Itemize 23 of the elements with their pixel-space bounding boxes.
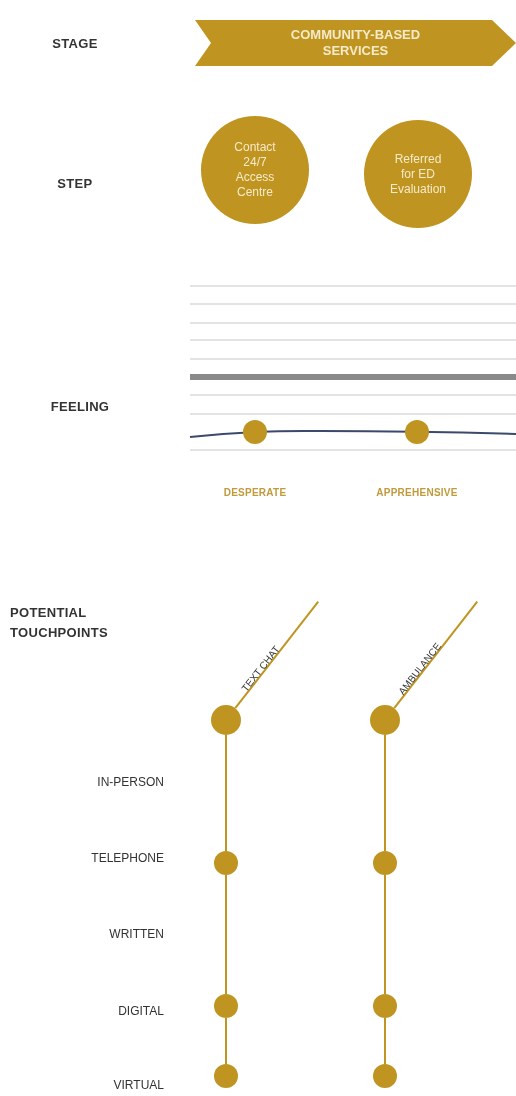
touchpoint-type-label: DIGITAL <box>117 1003 164 1020</box>
diagonal-leader-line <box>393 600 479 710</box>
stage-title: COMMUNITY-BASED SERVICES <box>289 27 422 59</box>
connector-line <box>225 734 227 852</box>
touchpoint-type-label: VIRTUAL <box>112 1077 164 1094</box>
row-heading: STAGE <box>51 35 99 53</box>
row-heading: FEELING <box>49 398 111 416</box>
row-heading: STEP <box>56 175 94 193</box>
feeling-label: APPREHENSIVE <box>375 486 459 500</box>
touchpoint-type-label: IN-PERSON <box>96 774 164 791</box>
touchpoint-type-label: WRITTEN <box>108 926 164 943</box>
stage-chevron <box>195 20 516 66</box>
row-heading: POTENTIAL TOUCHPOINTS <box>10 604 109 642</box>
connector-line <box>384 734 386 852</box>
feeling-label: DESPERATE <box>222 486 288 500</box>
connector-line <box>384 874 386 995</box>
touchpoint-type-label: TELEPHONE <box>90 850 164 867</box>
step-text: Contact 24/7 Access Centre <box>233 140 277 200</box>
connector-line <box>384 1017 386 1065</box>
connector-line <box>225 1017 227 1065</box>
step-text: Referred for ED Evaluation <box>388 151 447 197</box>
diagonal-leader-line <box>234 600 320 710</box>
connector-line <box>225 874 227 995</box>
